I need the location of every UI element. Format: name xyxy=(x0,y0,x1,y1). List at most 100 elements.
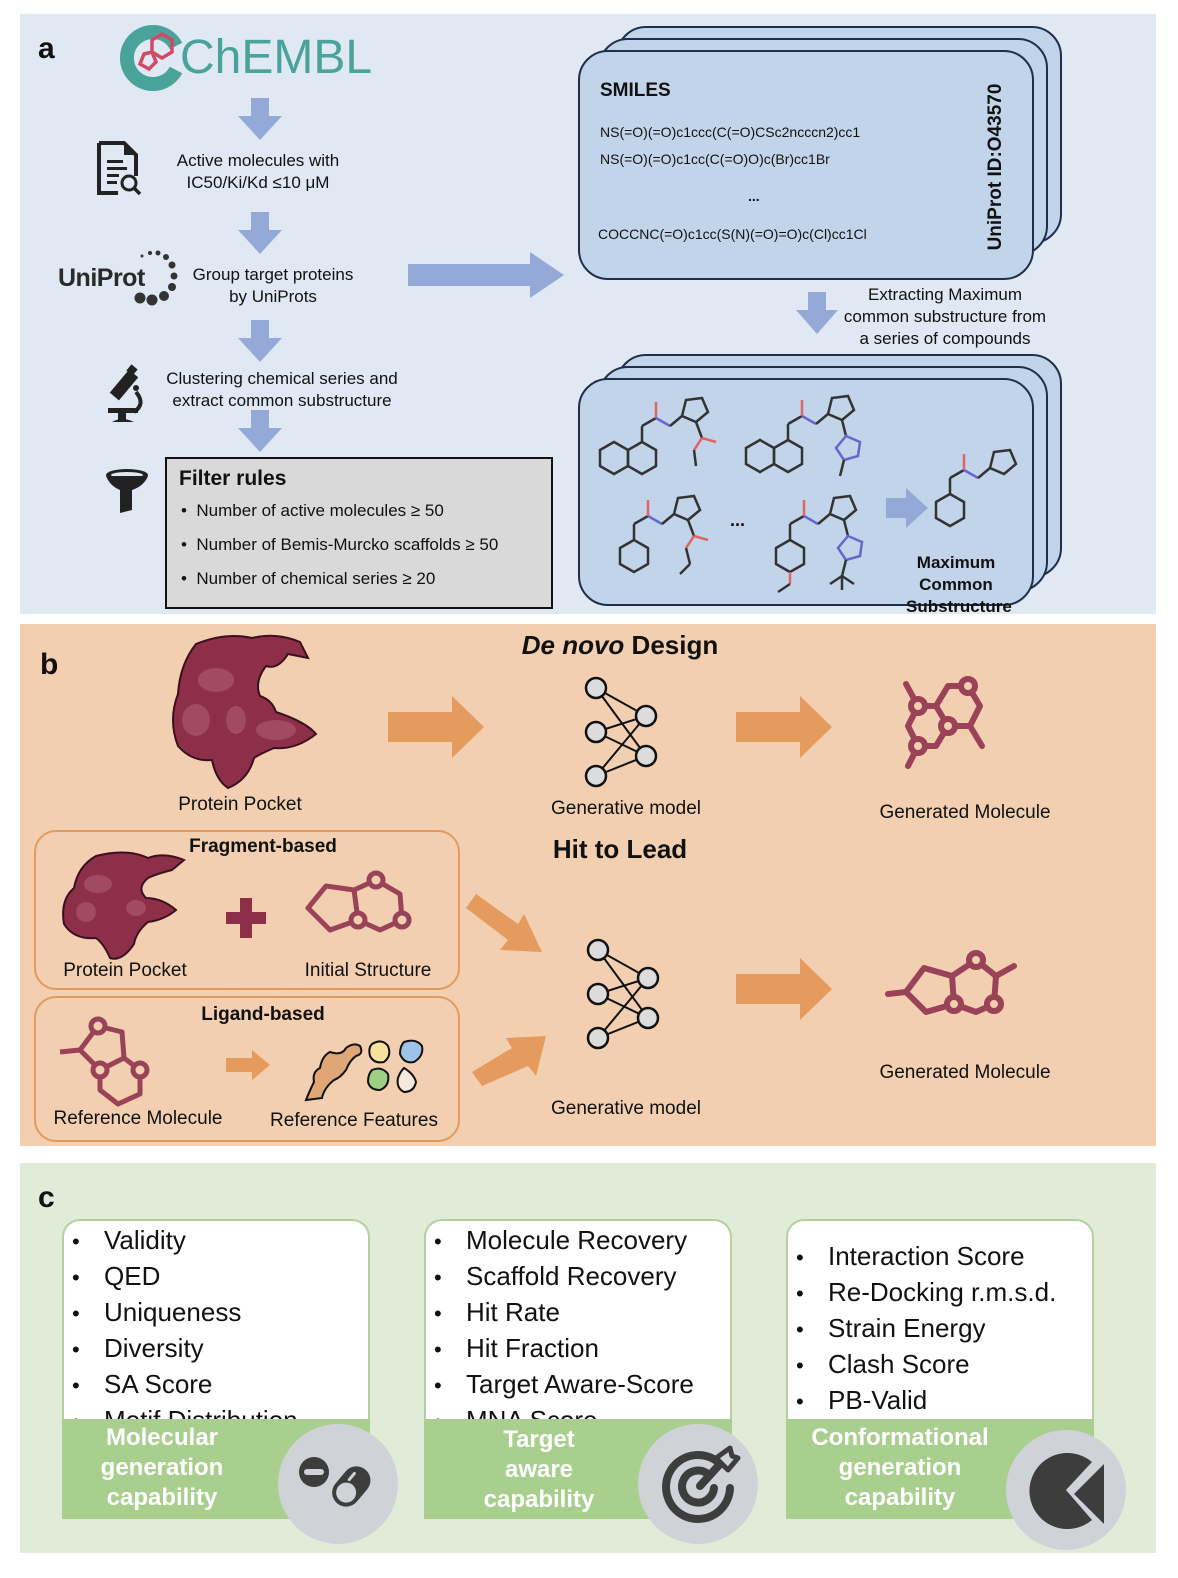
reference-features-icon xyxy=(304,1039,424,1102)
pills-icon xyxy=(299,1457,371,1507)
metric-item: •Strain Energy xyxy=(796,1313,986,1343)
metric-item: •SA Score xyxy=(72,1369,213,1399)
metric-card-title: Target aware capability xyxy=(483,1426,595,1513)
arrow-down-icon xyxy=(238,410,282,452)
step-group-proteins: Group target proteins by UniProts xyxy=(192,265,354,306)
metric-item: •Re-Docking r.m.s.d. xyxy=(796,1277,1057,1307)
molecule-structure-icon xyxy=(774,494,864,594)
reference-molecule-label: Reference Molecule xyxy=(53,1108,223,1129)
panel-letter-b: b xyxy=(40,648,59,681)
de-novo-title-italic: De novo xyxy=(521,630,625,660)
filter-rule-text: Number of chemical series ≥ 20 xyxy=(196,569,436,588)
metric-list-area: •Molecule Recovery •Scaffold Recovery •H… xyxy=(424,1219,732,1435)
protein-pocket-icon xyxy=(172,634,318,790)
molecule-structure-icon xyxy=(618,494,709,575)
pie-icon xyxy=(1029,1453,1104,1529)
mcs-ellipsis: ... xyxy=(730,510,746,530)
metric-item: •Interaction Score xyxy=(796,1241,1025,1271)
panel-c-metrics: c •Validity •QED •Uniqueness •Diversity … xyxy=(20,1163,1156,1553)
metric-list: •Molecule Recovery •Scaffold Recovery •H… xyxy=(434,1223,694,1439)
generative-model-label: Generative model xyxy=(551,1098,701,1119)
metric-item: •Clash Score xyxy=(796,1349,970,1379)
arrow-right-icon xyxy=(736,958,832,1020)
de-novo-title: De novo Design xyxy=(460,630,780,661)
mcs-card: ... xyxy=(578,378,1034,616)
plus-icon xyxy=(226,898,266,938)
metric-list-area: •Interaction Score •Re-Docking r.m.s.d. … xyxy=(786,1219,1094,1419)
metric-item: •Target Aware-Score xyxy=(434,1369,694,1399)
metric-card-title: Molecular generation capability xyxy=(100,1424,224,1511)
pills-icon-badge xyxy=(278,1424,398,1544)
metric-item: •Diversity xyxy=(72,1333,204,1363)
ligand-based-title: Ligand-based xyxy=(201,1004,325,1025)
mcs-molecule-icon xyxy=(934,448,1018,528)
mcs-label: Maximum Common Substructure xyxy=(906,553,1012,616)
neural-network-icon xyxy=(584,676,658,788)
generated-molecule-label: Generated Molecule xyxy=(879,802,1051,823)
panel-letter-a: a xyxy=(38,32,55,65)
metric-item: •Hit Rate xyxy=(434,1297,560,1327)
initial-structure-icon xyxy=(305,870,412,933)
arrow-right-icon xyxy=(408,252,564,298)
arrow-right-icon xyxy=(736,696,832,758)
generated-molecule-icon xyxy=(885,950,1017,1015)
metric-item: •Hit Fraction xyxy=(434,1333,599,1363)
uniprot-dots-icon xyxy=(134,250,178,306)
document-search-icon xyxy=(97,141,142,196)
arrow-diagonal-down-icon xyxy=(466,894,542,952)
arrow-right-icon xyxy=(388,696,484,758)
panel-b-tasks: b De novo Design Protein Pocket Generati… xyxy=(20,624,1156,1146)
panel-a-data-curation: a ChEMBL Active molecules with IC50/Ki/K… xyxy=(20,14,1156,616)
metric-item: •QED xyxy=(72,1261,161,1291)
target-icon xyxy=(662,1445,741,1523)
metric-list-area: •Validity •QED •Uniqueness •Diversity •S… xyxy=(62,1219,370,1435)
step-active-molecules: Active molecules with IC50/Ki/Kd ≤10 μM xyxy=(176,151,340,192)
de-novo-title-rest: Design xyxy=(624,630,719,660)
arrow-diagonal-up-icon xyxy=(472,1036,546,1086)
filter-rule-item: • Number of Bemis-Murcko scaffolds ≥ 50 xyxy=(181,535,499,554)
metric-card-conformational: •Interaction Score •Re-Docking r.m.s.d. … xyxy=(786,1219,1094,1519)
ligand-based-box: Ligand-based Reference Molecule Referenc… xyxy=(34,996,460,1142)
smiles-line: NS(=O)(=O)c1cc(C(=O)O)c(Br)cc1Br xyxy=(600,151,830,167)
step-clustering: Clustering chemical series and extract c… xyxy=(166,369,398,410)
uniprot-id-label: UniProt ID:O43570 xyxy=(985,83,1006,251)
metric-list: •Validity •QED •Uniqueness •Diversity •S… xyxy=(72,1223,298,1439)
reference-features-label: Reference Features xyxy=(270,1110,438,1131)
arrow-down-icon xyxy=(238,98,282,140)
filter-rule-item: • Number of active molecules ≥ 50 xyxy=(181,501,444,520)
metric-item: •Uniqueness xyxy=(72,1297,242,1327)
protein-pocket-icon xyxy=(62,851,186,960)
generated-molecule-label: Generated Molecule xyxy=(879,1062,1051,1083)
funnel-icon xyxy=(106,469,148,513)
arrow-down-icon xyxy=(238,320,282,362)
fragment-based-title: Fragment-based xyxy=(189,836,337,857)
smiles-line: COCCNC(=O)c1cc(S(N)(=O)=O)c(Cl)cc1Cl xyxy=(598,226,867,242)
fragment-based-box: Fragment-based Protein Pocket Initial St… xyxy=(34,830,460,990)
protein-pocket-label: Protein Pocket xyxy=(178,794,302,815)
metric-item: •Scaffold Recovery xyxy=(434,1261,677,1291)
neural-network-icon xyxy=(586,938,660,1050)
uniprot-logo-text: UniProt xyxy=(58,264,145,292)
filter-rule-item: • Number of chemical series ≥ 20 xyxy=(181,569,436,588)
generated-molecule-icon xyxy=(903,676,985,769)
target-icon-badge xyxy=(638,1424,758,1544)
metric-list: •Interaction Score •Re-Docking r.m.s.d. … xyxy=(796,1239,1056,1419)
smiles-card: SMILES NS(=O)(=O)c1ccc(C(=O)CSc2ncccn2)c… xyxy=(578,50,1034,280)
molecule-structure-icon xyxy=(598,396,717,476)
chembl-logo-text: ChEMBL xyxy=(180,31,373,84)
extract-mcs-label: Extracting Maximum common substructure f… xyxy=(843,285,1047,348)
hit-to-lead-title: Hit to Lead xyxy=(552,834,688,864)
filter-rule-text: Number of Bemis-Murcko scaffolds ≥ 50 xyxy=(196,535,499,554)
generative-model-label: Generative model xyxy=(551,798,701,819)
arrow-right-icon xyxy=(226,1050,270,1080)
smiles-ellipsis: ... xyxy=(748,188,760,204)
arrow-down-icon xyxy=(238,212,282,254)
microscope-icon xyxy=(108,364,143,422)
arrow-down-icon xyxy=(796,292,838,334)
metric-item: •PB-Valid xyxy=(796,1385,928,1415)
initial-structure-label: Initial Structure xyxy=(304,960,432,981)
chembl-logo-icon xyxy=(120,25,183,91)
smiles-title: SMILES xyxy=(600,80,671,101)
molecule-structure-icon xyxy=(744,394,862,477)
fragment-protein-pocket-label: Protein Pocket xyxy=(63,960,187,981)
